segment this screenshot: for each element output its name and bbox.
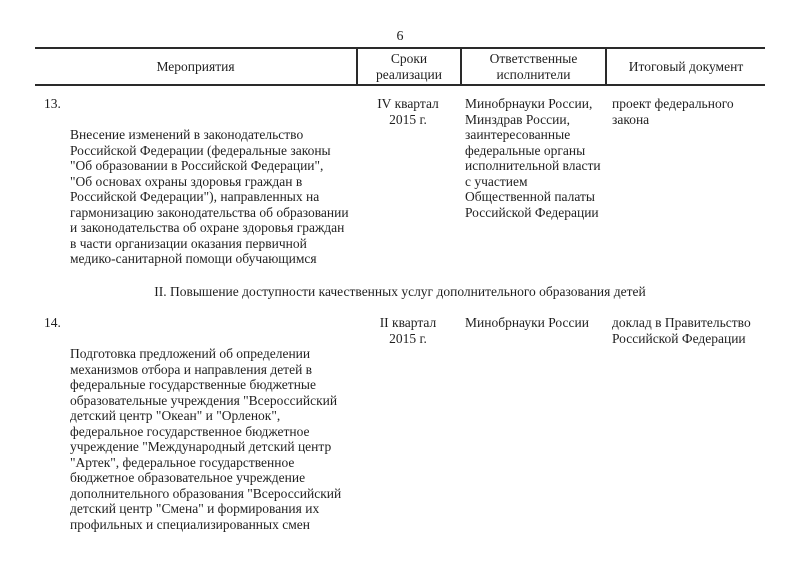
page-number: 6 bbox=[396, 29, 404, 44]
table-header-row: Мероприятия Сроки реализации Ответственн… bbox=[35, 47, 765, 86]
term-cell: IV квартал 2015 г. bbox=[377, 96, 439, 127]
term-cell: II квартал 2015 г. bbox=[379, 315, 437, 346]
activity-text: Внесение изменений в законодательство Ро… bbox=[70, 127, 349, 266]
header-responsible: Ответственные исполнители bbox=[460, 49, 605, 84]
document-cell: проект федерального закона bbox=[612, 96, 734, 127]
header-document: Итоговый документ bbox=[605, 49, 765, 84]
table-row-14: 14. Подготовка предложений об определени… bbox=[35, 315, 765, 532]
action-plan-table: Мероприятия Сроки реализации Ответственн… bbox=[35, 47, 765, 532]
item-number: 14. bbox=[44, 315, 61, 330]
item-number: 13. bbox=[44, 96, 61, 111]
document-cell: доклад в Правительство Российской Федера… bbox=[612, 315, 751, 346]
activity-text: Подготовка предложений об определении ме… bbox=[70, 346, 342, 532]
responsible-cell: Минобрнауки России bbox=[465, 315, 589, 330]
responsible-cell: Минобрнауки России, Минздрав России, заи… bbox=[465, 96, 601, 220]
activity-cell: 13. Внесение изменений в законодательств… bbox=[35, 96, 356, 267]
section-heading: II. Повышение доступности качественных у… bbox=[154, 283, 646, 299]
header-activities: Мероприятия bbox=[156, 58, 235, 74]
header-terms: Сроки реализации bbox=[356, 49, 460, 84]
table-row-13: 13. Внесение изменений в законодательств… bbox=[35, 96, 765, 267]
activity-cell: 14. Подготовка предложений об определени… bbox=[35, 315, 356, 532]
